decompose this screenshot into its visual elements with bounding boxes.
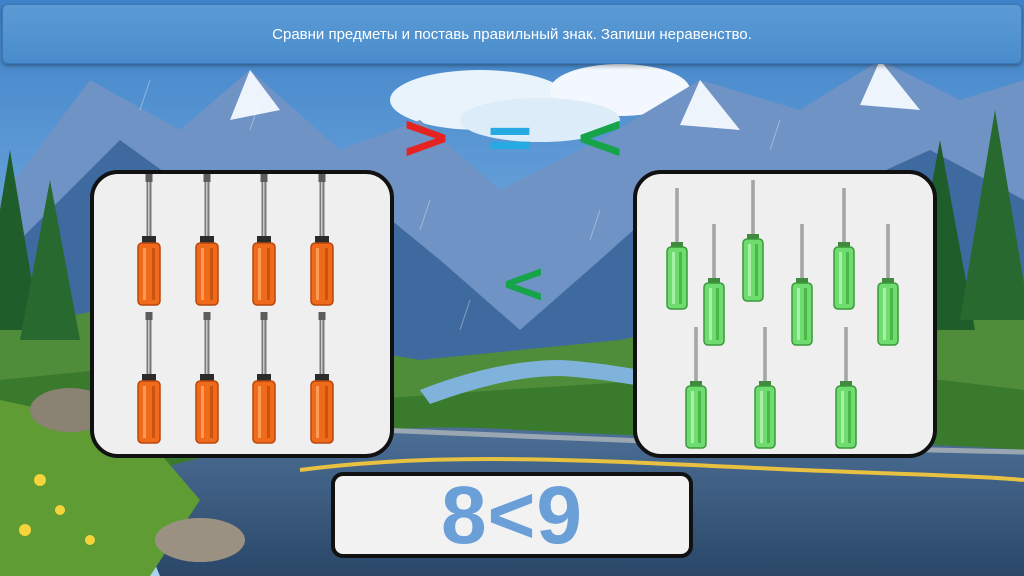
greater-than-sign-button[interactable]: > bbox=[400, 100, 452, 173]
less-than-sign-button[interactable]: < bbox=[574, 100, 626, 173]
left-items-panel bbox=[90, 170, 394, 458]
orange-screwdriver bbox=[137, 311, 161, 444]
green-screwdriver bbox=[754, 326, 776, 449]
green-screwdriver bbox=[703, 223, 725, 346]
orange-screwdriver bbox=[195, 174, 219, 306]
orange-screwdriver bbox=[310, 174, 334, 306]
orange-screwdrivers-group bbox=[137, 174, 334, 444]
green-screwdriver bbox=[835, 326, 857, 449]
equals-sign-button[interactable]: = bbox=[484, 100, 536, 173]
right-items-panel bbox=[633, 170, 937, 458]
green-screwdriver bbox=[742, 179, 764, 302]
orange-screwdriver bbox=[310, 311, 334, 444]
green-screwdriver bbox=[666, 187, 688, 310]
orange-screwdriver bbox=[252, 311, 276, 444]
instruction-bar: Сравни предметы и поставь правильный зна… bbox=[2, 4, 1022, 64]
green-screwdrivers-group bbox=[666, 179, 899, 449]
green-screwdriver bbox=[791, 223, 813, 346]
instruction-text: Сравни предметы и поставь правильный зна… bbox=[272, 25, 752, 43]
orange-screwdriver bbox=[195, 311, 219, 444]
green-screwdriver bbox=[685, 326, 707, 449]
orange-screwdriver bbox=[137, 174, 161, 306]
green-screwdriver bbox=[833, 187, 855, 310]
orange-screwdriver bbox=[252, 174, 276, 306]
green-screwdriver bbox=[877, 223, 899, 346]
inequality-answer: 8<9 bbox=[440, 470, 584, 561]
answer-box[interactable]: 8<9 bbox=[331, 470, 693, 561]
selected-sign: < bbox=[500, 251, 547, 316]
